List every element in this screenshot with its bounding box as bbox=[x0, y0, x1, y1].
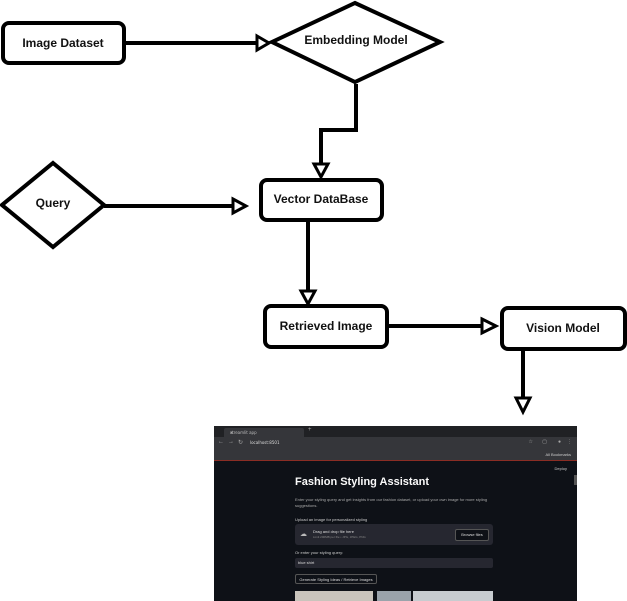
node-image-dataset: Image Dataset bbox=[1, 21, 126, 65]
arrowhead-embedding bbox=[255, 33, 272, 53]
app-page: Deploy Fashion Styling Assistant Enter y… bbox=[214, 461, 577, 601]
drag-drop-text: Drag and drop file here bbox=[313, 529, 354, 534]
retrieved-image-label: Retrieved Image bbox=[280, 319, 373, 333]
reload-icon[interactable]: ↻ bbox=[238, 440, 244, 446]
star-icon[interactable]: ☆ bbox=[528, 439, 533, 445]
node-embedding-model: Embedding Model bbox=[267, 0, 445, 85]
node-query: Query bbox=[0, 160, 108, 250]
result-image bbox=[295, 591, 373, 601]
browser-tabbar: streamlit app ✕ + bbox=[214, 426, 577, 437]
arrowhead-vectordb-top bbox=[311, 162, 331, 181]
edge-embedding-to-vectordb bbox=[319, 84, 358, 166]
cloud-upload-icon: ☁ bbox=[300, 531, 307, 538]
deploy-button[interactable]: Deploy bbox=[554, 466, 567, 471]
url-field[interactable]: localhost:8501 bbox=[250, 440, 280, 445]
node-vision-model: Vision Model bbox=[500, 306, 627, 351]
arrowhead-output bbox=[513, 396, 533, 416]
all-bookmarks-link[interactable]: All Bookmarks bbox=[545, 452, 571, 457]
browser-addressbar: ← → ↻ localhost:8501 ☆ ▢ ● ⋮ bbox=[214, 437, 577, 449]
tab-close-icon[interactable]: ✕ bbox=[230, 430, 234, 435]
menu-icon[interactable]: ⋮ bbox=[567, 439, 572, 445]
arrowhead-retrieved bbox=[298, 289, 318, 308]
file-uploader[interactable]: ☁ Drag and drop file here Limit 200MB pe… bbox=[295, 524, 493, 545]
upload-limit-text: Limit 200MB per file • JPG, JPEG, PNG bbox=[313, 535, 366, 539]
browse-files-button[interactable]: Browse files bbox=[455, 529, 489, 541]
generate-button[interactable]: Generate Styling Ideas / Retrieve Images bbox=[295, 574, 377, 584]
node-vector-database: Vector DataBase bbox=[259, 178, 384, 222]
bookmarks-bar: All Bookmarks bbox=[214, 449, 577, 460]
upload-label: Upload an image for personalized styling bbox=[295, 517, 368, 522]
query-label: Query bbox=[36, 196, 71, 210]
back-icon[interactable]: ← bbox=[218, 439, 224, 445]
app-description: Enter your styling query and get insight… bbox=[295, 497, 488, 508]
new-tab-icon[interactable]: + bbox=[308, 427, 312, 433]
status-line bbox=[214, 460, 577, 461]
arrowhead-vision bbox=[480, 316, 500, 336]
query-input[interactable]: blue shirt bbox=[295, 558, 493, 568]
vector-database-label: Vector DataBase bbox=[274, 192, 369, 206]
profile-icon[interactable]: ● bbox=[557, 439, 561, 445]
vision-model-label: Vision Model bbox=[526, 321, 600, 335]
embedding-model-label: Embedding Model bbox=[304, 33, 407, 47]
forward-icon[interactable]: → bbox=[228, 439, 234, 445]
arrowhead-vectordb-left bbox=[231, 196, 250, 216]
result-image bbox=[377, 591, 411, 601]
browser-tab[interactable]: streamlit app ✕ bbox=[224, 428, 304, 437]
extensions-icon[interactable]: ▢ bbox=[542, 439, 547, 445]
result-images bbox=[295, 591, 493, 601]
edges bbox=[104, 41, 525, 402]
result-image bbox=[413, 591, 493, 601]
tab-title: streamlit app bbox=[230, 430, 257, 435]
image-dataset-label: Image Dataset bbox=[22, 36, 103, 50]
app-title: Fashion Styling Assistant bbox=[295, 476, 430, 488]
arrowheads bbox=[231, 33, 533, 416]
query-label-text: Or enter your styling query: bbox=[295, 550, 344, 555]
scrollbar[interactable] bbox=[574, 475, 577, 485]
node-retrieved-image: Retrieved Image bbox=[263, 304, 389, 349]
app-screenshot: streamlit app ✕ + ← → ↻ localhost:8501 ☆… bbox=[214, 426, 577, 601]
